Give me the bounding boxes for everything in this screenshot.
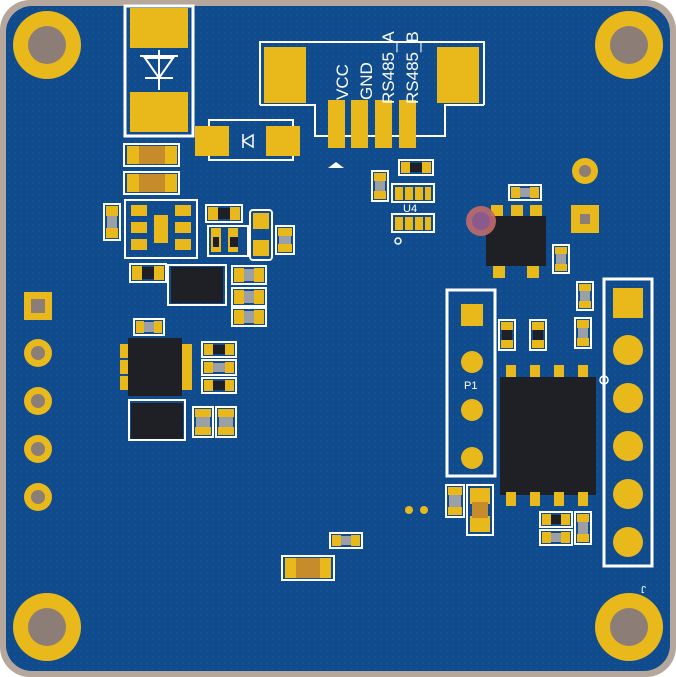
label-vcc: VCC: [333, 64, 352, 100]
label-u4: U4: [403, 203, 417, 215]
ic-qfn: [124, 199, 198, 259]
label-gnd: GND: [357, 62, 376, 100]
resistor-pack-mid: [201, 341, 237, 394]
ic-soic8: [500, 365, 609, 506]
header-j1: [602, 277, 654, 568]
mounting-hole-top-left: [13, 11, 81, 79]
transistor-q1: [207, 225, 249, 257]
capacitor-c2: [123, 171, 180, 195]
vias-bottom: [405, 506, 428, 514]
resistor-r10: [529, 319, 547, 351]
ic-u5: [128, 399, 186, 441]
ic-u6: [466, 205, 546, 278]
resistor-r6: [508, 184, 542, 201]
resistor-r13: [539, 529, 573, 546]
label-rs485-b: RS485_B: [403, 31, 422, 104]
resistor-r5: [371, 170, 389, 202]
diode-d2: [195, 119, 300, 161]
mounting-hole-top-right: [595, 11, 663, 79]
resistor-pair-bottom: [192, 406, 237, 438]
capacitor-c1: [123, 143, 180, 167]
resistor-r15: [329, 532, 363, 549]
resistor-stack: [231, 265, 267, 327]
mounting-hole-bottom-right: [595, 593, 663, 661]
mounting-hole-bottom-left: [13, 593, 81, 661]
connector-rs485-header: [259, 41, 485, 168]
capacitor-c4: [445, 484, 465, 518]
diode-d1: [123, 4, 195, 138]
resistor-r8: [576, 281, 594, 311]
resistor-r11: [574, 317, 592, 349]
resistor-r9: [498, 319, 516, 351]
header-left: [24, 292, 52, 511]
ic-u3: [120, 318, 192, 396]
resistor-r1: [205, 204, 243, 223]
resistor-r14: [574, 511, 592, 545]
resistor-r3: [129, 263, 167, 283]
resistor-r7: [552, 244, 570, 274]
label-j1: J: [641, 583, 646, 594]
capacitor-c3: [249, 209, 273, 261]
resistor-r12: [539, 511, 573, 528]
capacitor-c6: [281, 555, 335, 581]
resistor-r-left: [103, 203, 121, 241]
ic-u2: [167, 264, 227, 306]
resistor-r2: [275, 225, 295, 255]
header-p1: [445, 288, 497, 478]
resistor-r4: [398, 159, 434, 176]
test-points-right: [571, 158, 599, 233]
ic-u4: [391, 183, 435, 245]
label-p1: P1: [464, 380, 477, 392]
label-rs485-a: RS485_A: [379, 31, 398, 104]
capacitor-c5: [466, 484, 494, 536]
